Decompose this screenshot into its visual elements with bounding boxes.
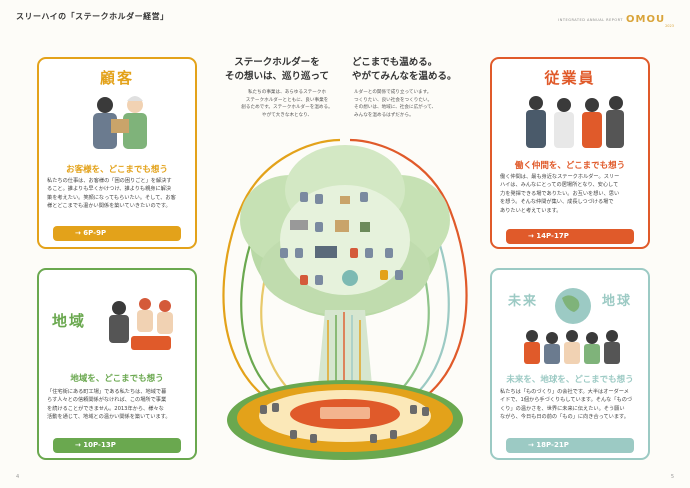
base-rings (227, 380, 463, 460)
card-region-link-button[interactable]: → 10P-13P (53, 438, 181, 453)
future-illustration (520, 284, 626, 368)
card-body-line: ハイは、みんなにとっての居場所となり、安心して (500, 182, 619, 189)
center-body-right-line: その想いは、地域に、社会に広がって、 (354, 105, 437, 111)
customer-illustration (85, 89, 155, 155)
card-employee-headline: 働く仲間を、どこまでも想う (514, 161, 626, 171)
card-future-body: 私たちは「ものづくり」の会社です。大半はオーダーメ イドで、1個から手づくりもし… (500, 388, 646, 422)
card-employee-link-button[interactable]: → 14P-17P (506, 229, 634, 244)
card-region: 地域 地域を、どこまでも想う 「住宅街にある町工場」である私たちは、地域で暮 ら… (37, 268, 197, 460)
card-body-line: 活動を通じて、地域との温かい関係を築いています。 (47, 414, 171, 421)
card-body-line: 力を発揮できる場でありたい。お互いを想い、思い (500, 190, 620, 197)
center-body-right-line: つくりたい、良い社会をつくりたい。 (354, 97, 433, 103)
rising-arrows (327, 312, 361, 385)
page-title: スリーハイの「ステークホルダー経営」 (16, 12, 169, 21)
center-body-left-line: ステークホルダーとともに、良い事業を (245, 97, 329, 103)
brand-name: OMOU (626, 14, 666, 25)
card-customer-body: 私たちの仕事は、お客様の「困の困りごと」を解決す ること。誰よりも早くかけつけ、… (47, 177, 193, 211)
center-body-left-line: 私たちの事業は、あらゆるステークホ (247, 90, 327, 95)
page-number-right: 5 (670, 474, 674, 480)
employee-illustration (518, 89, 628, 155)
card-body-line: くり」の温かさを、世界に未来に伝えたい。そう願い (500, 405, 625, 412)
card-employee: 従業員 働く仲間を、どこまでも想う 働く仲間は、最も身近なステークホルダー。スリ… (490, 57, 650, 249)
card-body-line: ること。誰よりも早くかけつけ、誰よりも親身に解決 (47, 186, 172, 193)
center-body-right: ルダーとの関係で成り立っています。 つくりたい、良い社会をつくりたい。 その想い… (354, 89, 464, 119)
page-number-left: 4 (16, 474, 20, 480)
card-future-headline: 未来を、地球を、どこまでも想う (506, 375, 634, 385)
card-body-line: 様とどこまでも温かい関係を築いていきたいのです。 (47, 203, 171, 210)
center-body-left: 私たちの事業は、あらゆるステークホ ステークホルダーとともに、良い事業を 創るた… (232, 89, 342, 119)
center-body-right-line: ルダーとの関係で成り立っています。 (354, 90, 432, 95)
card-body-line: ながら、今日も日の前の「もの」に向き合っています。 (500, 414, 629, 421)
center-title-right-line2: やがてみんなを温める。 (352, 71, 457, 82)
brand-subtitle: INTEGRATED ANNUAL REPORT (558, 17, 623, 22)
card-customer-headline: お客様を、どこまでも想う (66, 165, 168, 175)
tree-canopy (240, 145, 450, 318)
card-future-title-left: 未来 (507, 294, 538, 309)
base-figures (260, 403, 429, 443)
region-illustration (101, 290, 186, 360)
tree-illustration (222, 138, 468, 460)
center-body-left-line: やがて大きな木となり、 (261, 112, 313, 118)
center-body-right-line: みんなを温めるはずだから。 (354, 112, 414, 118)
card-body-line: を続けることができません。2013年から、様々な (47, 405, 164, 412)
center-title-right: どこまでも温める。 やがてみんなを温める。 (352, 56, 462, 84)
card-employee-title: 従業員 (544, 69, 596, 87)
card-customer-title: 顧客 (99, 69, 134, 87)
card-body-line: ありたいと考えています。 (500, 207, 562, 214)
card-body-line: 私たちは「ものづくり」の会社です。大半はオーダーメ (500, 389, 629, 395)
card-customer-link-button[interactable]: → 6P-9P (53, 226, 181, 241)
card-employee-body: 働く仲間は、最も身近なステークホルダー。スリー ハイは、みんなにとっての居場所と… (500, 173, 646, 215)
card-body-line: イドで、1個から手づくりもしています。そんな「ものづ (500, 397, 633, 404)
card-body-line: 策を考えたい。笑顔になってもらいたい。そして、お客 (47, 194, 176, 201)
card-region-headline: 地域を、どこまでも想う (70, 374, 164, 384)
center-title-left-line2: その想いは、巡り巡って (224, 71, 330, 82)
card-body-line: を想う。そんな仲間が集い、成長しつづける場で (500, 199, 614, 206)
center-title-left: ステークホルダーを その想いは、巡り巡って (222, 56, 332, 84)
brand-year: 2023 (665, 24, 674, 28)
card-body-line: 私たちの仕事は、お客様の「困の困りごと」を解決す (47, 178, 172, 184)
card-future: 未来 地球 未来を、地球を、どこまでも想う 私たちは「ものづくり」の会社です。大… (490, 268, 650, 460)
card-region-body: 「住宅街にある町工場」である私たちは、地域で暮 らす人々との信頼関係がなければ、… (47, 388, 193, 422)
card-body-line: らす人々との信頼関係がなければ、この場所で事業 (47, 397, 167, 404)
tree-trunk (318, 310, 372, 385)
card-region-title: 地域 (51, 312, 86, 330)
card-body-line: 働く仲間は、最も身近なステークホルダー。スリー (500, 174, 620, 180)
center-body-left-line: 創るためです。ステークホルダーを温める。 (241, 105, 333, 111)
center-title-left-line1: ステークホルダーを (234, 57, 320, 68)
card-future-title-right: 地球 (601, 294, 632, 309)
people-figures (280, 192, 403, 285)
card-body-line: 「住宅街にある町工場」である私たちは、地域で暮 (47, 389, 167, 395)
center-title-right-line1: どこまでも温める。 (352, 57, 438, 68)
card-customer: 顧客 お客様を、どこまでも想う 私たちの仕事は、お客様の「困の困りごと」を解決す… (37, 57, 197, 249)
card-future-link-button[interactable]: → 18P-21P (506, 438, 634, 453)
earth-icon (342, 270, 358, 286)
